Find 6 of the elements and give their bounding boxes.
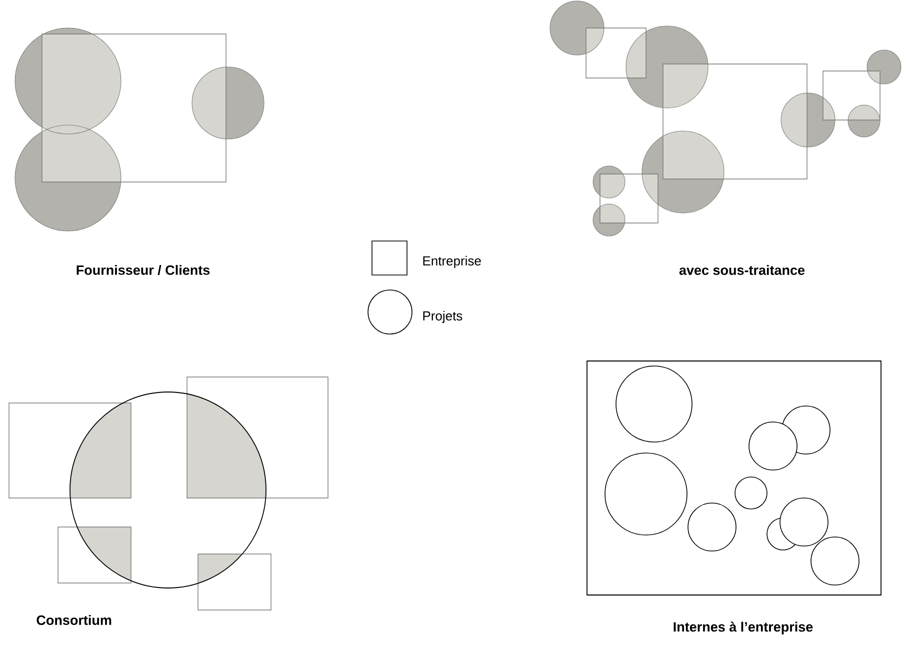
caption: Consortium — [36, 615, 112, 625]
caption: Fournisseur / Clients — [76, 264, 210, 276]
legend-text: Entreprise — [423, 256, 481, 268]
legend-text: Projets — [423, 310, 462, 324]
caption: avec sous-traitance — [679, 265, 805, 275]
caption: Internes à l’entreprise — [674, 622, 813, 634]
